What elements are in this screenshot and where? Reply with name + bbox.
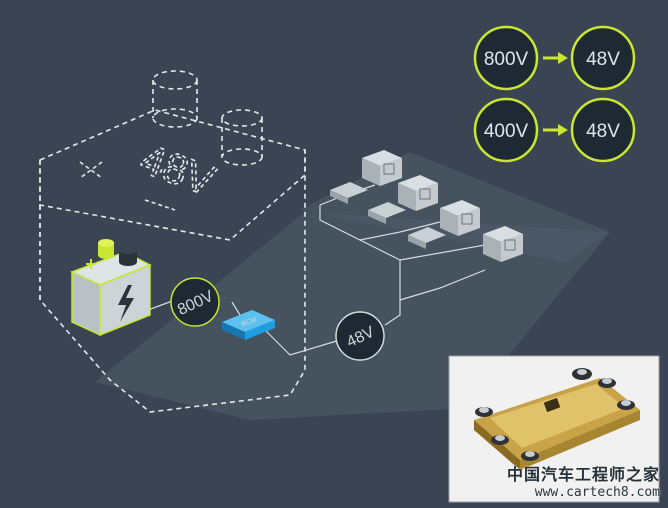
large-battery-outline [39,70,306,413]
conversion-to-label: 48V [586,49,620,70]
bcm-label: BCM [241,316,258,328]
module-box-4 [483,226,523,262]
module-box-3 [440,200,480,236]
conversion-to-circle [570,97,636,163]
conversion-from-label: 400V [484,121,529,142]
module-boxes [330,150,523,262]
arrow-right-icon [558,124,568,136]
plus-minus-symbols [79,161,176,211]
lv-bus-node: 48V [335,311,385,361]
small-battery [70,239,152,337]
conversion-from-circle [473,25,539,91]
flat-connectors [330,182,446,249]
product-photo-inset [448,355,660,503]
conversion-to-circle [570,25,636,91]
watermark-url: www.cartech8.com [534,485,660,500]
conversion-from-circle [473,97,539,163]
module-box-2 [398,175,438,211]
battery-outline-label: 48V [135,135,221,205]
hv-bus-node: 800V [170,277,220,327]
conversion-row-2: 400V 48V [473,97,636,163]
arrow-right-icon [558,52,568,64]
watermark: 中国汽车工程师之家 www.cartech8.com [507,461,660,500]
module-box-1 [362,150,402,186]
conversion-legend: 800V 48V 400V 48V [473,25,636,163]
watermark-chinese: 中国汽车工程师之家 [506,465,660,484]
conversion-row-1: 800V 48V [473,25,636,91]
conversion-to-label: 48V [586,121,620,142]
conversion-from-label: 800V [484,49,529,70]
bcm-module: BCM [222,310,275,340]
